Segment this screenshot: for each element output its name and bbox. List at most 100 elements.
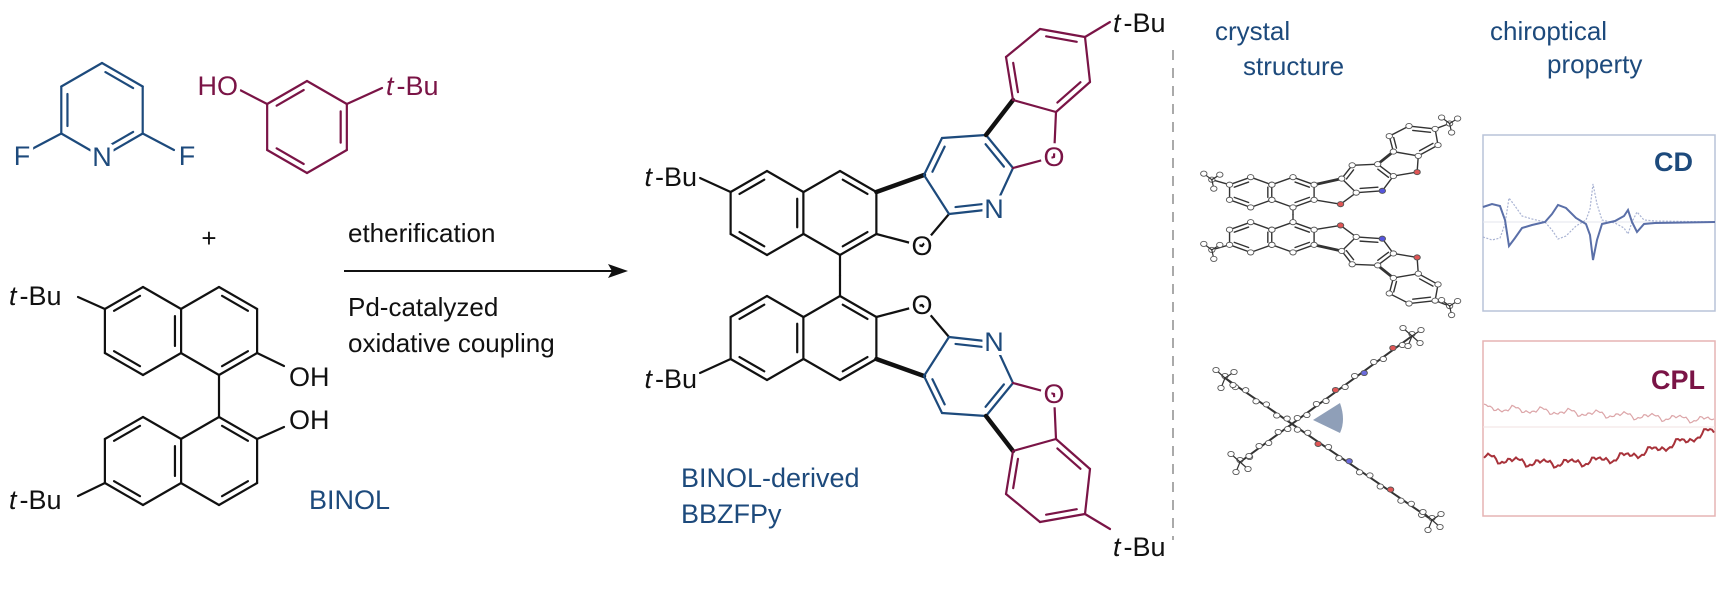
arrow-head-icon <box>608 264 628 278</box>
bond <box>1004 449 1015 496</box>
bond <box>1011 155 1056 170</box>
bond <box>984 143 1006 168</box>
tbu-bu: -Bu <box>20 281 62 311</box>
bond <box>220 350 250 368</box>
binol-label: BINOL <box>309 485 390 515</box>
bond <box>1377 251 1390 262</box>
atom-ellipsoid <box>1200 170 1208 177</box>
bond <box>947 335 996 344</box>
bond <box>1249 221 1273 231</box>
bond <box>738 178 766 196</box>
atom-ellipsoid <box>1255 442 1263 450</box>
atom-ellipsoid <box>1245 452 1253 460</box>
tbu-t: t <box>9 281 18 311</box>
bond <box>1345 249 1355 261</box>
bond <box>984 383 1006 408</box>
atom-ellipsoid <box>1378 187 1386 194</box>
atom-ellipsoid <box>1252 398 1260 405</box>
crystal-heading-line2: structure <box>1243 51 1344 81</box>
bond <box>1359 186 1379 190</box>
bond <box>875 232 924 248</box>
bond <box>1054 80 1092 114</box>
oxygen-atom: O <box>1043 379 1064 409</box>
bond <box>922 335 951 378</box>
bond <box>954 342 988 349</box>
bond <box>954 202 988 209</box>
atom-ellipsoid <box>1247 174 1255 181</box>
atom-ellipsoid <box>1217 384 1225 392</box>
bond <box>1408 125 1436 130</box>
bond <box>1417 272 1439 286</box>
atom-ellipsoid <box>1293 426 1302 433</box>
bond <box>1313 199 1342 205</box>
atom-ellipsoid <box>1386 486 1395 493</box>
bond <box>838 169 878 194</box>
bond <box>1228 221 1252 231</box>
tbu-bu: -Bu <box>1124 8 1166 38</box>
atom-ellipsoid <box>1414 270 1422 277</box>
atom-ellipsoid <box>1379 355 1387 363</box>
atom-ellipsoid <box>1265 439 1273 447</box>
atom-ellipsoid <box>1414 152 1422 159</box>
atom-ellipsoid <box>1225 196 1234 203</box>
bond <box>266 79 309 106</box>
bond <box>802 294 842 319</box>
bond <box>920 212 951 248</box>
bond <box>60 61 104 88</box>
bond <box>1393 136 1398 149</box>
bond <box>1271 199 1294 209</box>
atom-ellipsoid <box>1289 204 1297 211</box>
bond <box>1249 176 1273 186</box>
tbu-bu: -Bu <box>397 71 439 101</box>
bond <box>1083 35 1092 84</box>
tbu-bu: -Bu <box>655 364 697 394</box>
bond <box>838 294 878 319</box>
bond <box>275 88 305 107</box>
bond <box>738 303 766 321</box>
tbu-t: t <box>1113 532 1122 562</box>
product-label-line1: BINOL-derived <box>681 463 860 493</box>
atom-ellipsoid <box>1322 397 1330 405</box>
atom-ellipsoid <box>1273 412 1281 419</box>
bond <box>1351 263 1379 267</box>
bond <box>1083 20 1112 39</box>
atom-ellipsoid <box>1351 372 1359 380</box>
atom-ellipsoid <box>1405 300 1413 307</box>
bond <box>698 357 732 375</box>
bond <box>1312 243 1344 253</box>
bond <box>1012 457 1020 490</box>
atom-ellipsoid <box>1413 169 1421 176</box>
bond <box>1271 221 1294 231</box>
bond <box>1038 512 1087 524</box>
cpl-label: CPL <box>1651 365 1705 395</box>
crystal-heading-line1: crystal <box>1215 16 1290 46</box>
bond <box>1292 244 1315 254</box>
tert-butyl-label: t-Bu <box>9 281 62 311</box>
bond <box>179 285 221 311</box>
bond <box>765 294 805 319</box>
oxygen-atom: O <box>911 231 932 261</box>
atom-ellipsoid <box>1310 226 1318 233</box>
bond <box>103 481 145 507</box>
bond <box>60 132 104 159</box>
bond <box>1271 244 1294 254</box>
atom-ellipsoid <box>1436 523 1444 531</box>
bond <box>802 232 842 257</box>
atom-ellipsoid <box>1212 366 1220 374</box>
tert-butyl-label: t-Bu <box>1113 8 1166 38</box>
atom-ellipsoid <box>1397 497 1405 504</box>
atom-ellipsoid <box>1310 181 1318 188</box>
atom-ellipsoid <box>1310 196 1318 203</box>
atom-ellipsoid <box>1210 255 1218 262</box>
tbu-t: t <box>386 71 395 101</box>
bond <box>1011 98 1058 114</box>
bond <box>1233 226 1250 233</box>
bond <box>1412 296 1432 300</box>
reagents <box>28 61 384 507</box>
bond <box>1418 278 1434 287</box>
tbu-bu: -Bu <box>20 485 62 515</box>
hydroxyl-label: HO <box>198 71 239 101</box>
atom-ellipsoid <box>1345 458 1353 465</box>
bond <box>920 303 951 339</box>
